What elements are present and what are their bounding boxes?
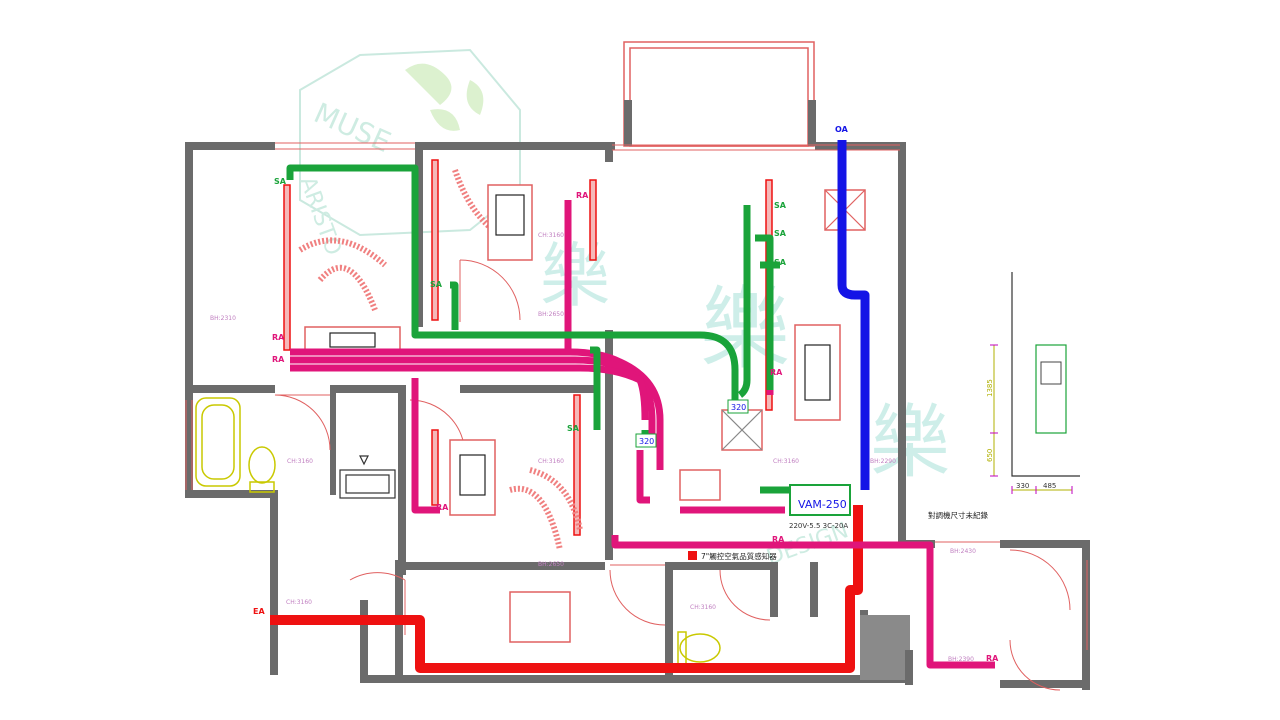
bh-label-6: BH:2390 [948,656,974,663]
size-tag-2: 320 [639,437,654,446]
sa-label-6: SA [567,424,580,433]
ra-label-7: RA [986,654,999,663]
vam-power-label: 220V-5.5 3C-20A [789,522,848,530]
vam-model-label: VAM-250 [798,498,847,511]
room-height-labels: BH:2310 CH:3160 BH:2650 CH:3160 CH:3160 … [210,232,976,663]
return-air-ducts [290,200,995,669]
fixtures [195,397,721,665]
shower [339,455,396,499]
watermark-text-2: ARISTO [294,174,345,259]
oa-label: OA [835,125,849,134]
ra-label-6: RA [772,535,785,544]
sa-label-3: SA [774,201,787,210]
bh-label-2: BH:2650 [538,311,564,318]
bh-label-4: BH:2650 [538,561,564,568]
ea-label: EA [253,607,265,616]
ra-label-4: RA [770,368,783,377]
bh-label-5: BH:2430 [950,548,976,555]
ra-label-2: RA [272,355,285,364]
duct-size-tags: 320 320 [635,399,749,448]
size-tag-1: 320 [731,403,746,412]
sa-label-1: SA [274,177,287,186]
dim-h2: 650 [986,449,994,462]
sa-label-2: SA [430,280,443,289]
unit-elevation: 1385 650 330 485 [986,272,1080,494]
ch-label-5: CH:3160 [286,599,312,606]
dim-w2: 485 [1043,482,1056,490]
vam-unit: VAM-250 220V-5.5 3C-20A [789,484,851,530]
bathtub [195,397,241,487]
watermark: MUSE ARISTO 樂 樂 樂 DESIGN [294,48,950,571]
window-lines [185,142,1088,650]
ch-label-3: CH:3160 [538,458,564,465]
ch-label-6: CH:3160 [690,604,716,611]
watermark-cjk: 樂 [540,235,610,317]
watermark-cjk-3: 樂 [870,396,950,489]
balcony [623,41,815,147]
ch-label-2: CH:3160 [287,458,313,465]
sa-label-4: SA [774,229,787,238]
door-swings [274,259,1071,691]
ch-label-4: CH:3160 [773,458,799,465]
ra-label-5: RA [436,503,449,512]
sensor-marker [688,551,697,560]
watermark-text: MUSE [309,96,396,159]
bh-label-3: BH:2290 [870,458,896,465]
ra-label-1: RA [272,333,285,342]
ra-label-3: RA [576,191,589,200]
sensor-label: 7"觸控空氣品質感知器 [701,551,777,561]
dim-h1: 1385 [986,379,994,397]
dim-w1: 330 [1016,482,1029,490]
sa-label-5: SA [774,258,787,267]
toilet [248,446,276,484]
unit-note: 對調機尺寸未紀錄 [928,510,988,520]
exhaust-air-duct [270,505,863,673]
flow-labels: OA EA SA SA SA SA SA SA RA RA RA RA RA R… [253,125,999,663]
bh-label-1: BH:2310 [210,315,236,322]
ch-label-1: CH:3160 [538,232,564,239]
supply-air-ducts [286,164,790,494]
toilet-2 [679,633,721,663]
outdoor-air-duct [837,140,870,490]
